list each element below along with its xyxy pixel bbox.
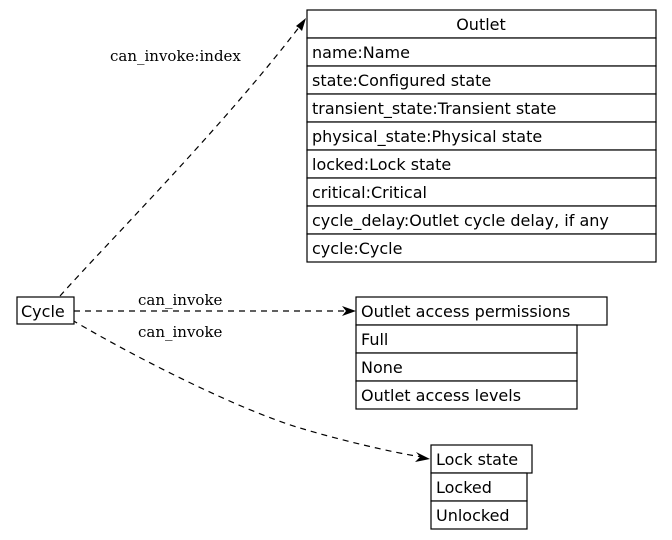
outlet-field: locked:Lock state: [312, 155, 451, 174]
arrowhead-access-permissions: [342, 306, 356, 316]
edges: [59, 18, 430, 462]
arrowhead-lock-state: [415, 452, 430, 462]
edge-cycle-to-outlet: [59, 25, 301, 297]
cycle-node-label: Cycle: [21, 302, 65, 321]
access-permissions-title: Outlet access permissions: [361, 302, 570, 321]
access-permissions-option: Outlet access levels: [361, 386, 521, 405]
outlet-field: state:Configured state: [312, 71, 491, 90]
lock-state-box: Lock state Locked Unlocked: [430, 444, 533, 530]
access-permissions-option: Full: [361, 330, 388, 349]
lock-state-option: Unlocked: [436, 506, 510, 525]
lock-state-title: Lock state: [436, 450, 518, 469]
edge-cycle-to-lock-state: [71, 319, 423, 458]
access-permissions-box: Outlet access permissions Full None Outl…: [355, 296, 608, 410]
outlet-field: physical_state:Physical state: [312, 127, 542, 147]
access-permissions-option: None: [361, 358, 403, 377]
outlet-field: cycle:Cycle: [312, 239, 402, 258]
arrowhead-outlet: [296, 18, 306, 31]
lock-state-option: Locked: [436, 478, 492, 497]
edge-label-access-permissions: can_invoke: [138, 291, 223, 309]
edge-label-lock-state: can_invoke: [138, 323, 223, 341]
outlet-field: name:Name: [312, 43, 410, 62]
outlet-class-box: Outlet name:Name state:Configured state …: [306, 9, 657, 263]
outlet-field: transient_state:Transient state: [312, 99, 556, 119]
edge-label-outlet: can_invoke:index: [110, 47, 241, 65]
outlet-field: critical:Critical: [312, 183, 427, 202]
cycle-node: Cycle: [16, 296, 75, 325]
outlet-field: cycle_delay:Outlet cycle delay, if any: [312, 211, 609, 231]
outlet-title: Outlet: [456, 15, 506, 34]
